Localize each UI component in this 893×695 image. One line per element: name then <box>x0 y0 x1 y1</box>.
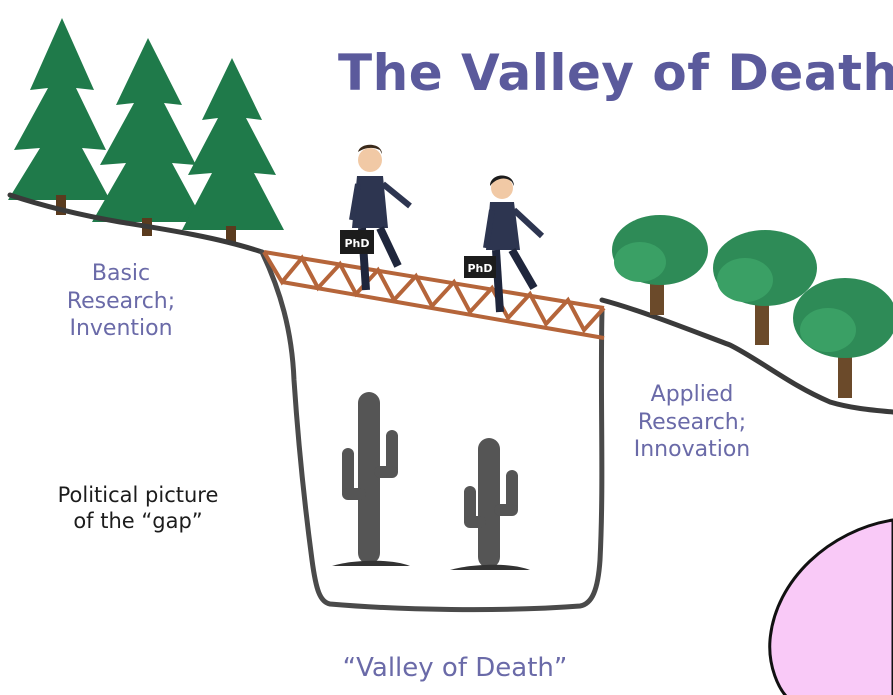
person-icon <box>349 144 412 291</box>
right-cliff-line <box>599 297 893 415</box>
political-picture-label: Political picture of the “gap” <box>18 482 258 535</box>
pine-tree-icon <box>8 18 110 215</box>
applied-research-line: Applied <box>650 382 734 407</box>
political-line: Political picture <box>57 483 219 507</box>
political-line: of the “gap” <box>73 509 203 534</box>
tree-icon <box>793 278 893 398</box>
pine-tree-icon <box>182 58 284 242</box>
briefcase-icon: PhD <box>464 256 496 278</box>
page-title: The Valley of Death <box>338 44 893 102</box>
person-icon <box>483 175 545 313</box>
basic-research-line: Basic <box>91 261 151 286</box>
briefcase-label: PhD <box>344 237 369 250</box>
basic-research-line: Research; <box>66 288 176 314</box>
valley-outline <box>259 249 605 613</box>
applied-research-line: Innovation <box>633 437 751 462</box>
basic-research-line: Invention <box>69 316 173 341</box>
left-cliff-line <box>7 192 265 255</box>
cactus-icon <box>332 392 410 566</box>
applied-research-line: Research; <box>637 409 747 435</box>
cactus-icon <box>450 438 530 570</box>
applied-research-label: Applied Research; Innovation <box>612 381 772 464</box>
valley-caption: “Valley of Death” <box>342 653 568 683</box>
pink-bubble-shape <box>768 518 893 695</box>
basic-research-label: Basic Research; Invention <box>46 260 196 343</box>
briefcase-label: PhD <box>467 262 492 275</box>
tree-icon <box>612 215 708 315</box>
truss-bridge <box>262 250 606 340</box>
tree-icon <box>713 230 817 345</box>
briefcase-icon: PhD <box>340 230 374 254</box>
